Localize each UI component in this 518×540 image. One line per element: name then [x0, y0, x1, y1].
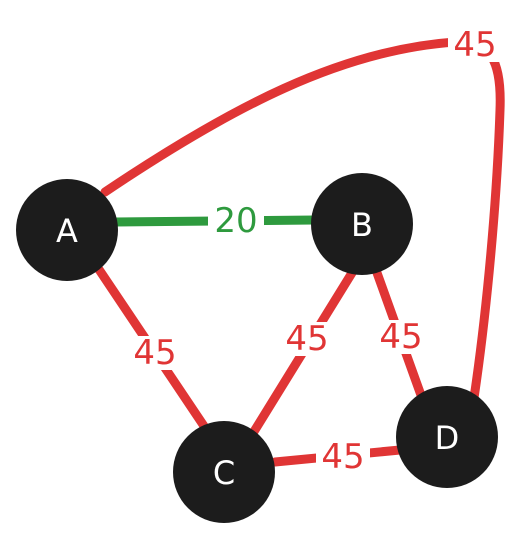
node-a[interactable]: A — [16, 179, 118, 281]
edge-label-bg-c-d — [316, 440, 370, 474]
node-b[interactable]: B — [311, 173, 413, 275]
edge-label-bg-b-c — [280, 322, 334, 356]
node-b-label: B — [351, 206, 373, 244]
edge-label-bg-b-d — [374, 320, 428, 354]
edge-weight-a-d: 45 — [453, 25, 496, 65]
node-d[interactable]: D — [396, 386, 498, 488]
node-c[interactable]: C — [173, 421, 275, 523]
edge-weight-a-b: 20 — [214, 201, 257, 241]
nodes-layer: A B C D — [16, 173, 498, 523]
edge-label-bg-a-b — [208, 204, 264, 238]
edge-label-bg-a-d — [448, 28, 502, 62]
node-b-circle — [311, 173, 413, 275]
edge-weight-b-d: 45 — [379, 317, 422, 357]
edge-weight-a-c: 45 — [133, 333, 176, 373]
node-d-label: D — [435, 419, 460, 457]
edge-labels-layer: 20 45 45 45 45 45 — [128, 25, 502, 477]
node-c-label: C — [213, 454, 235, 492]
node-c-circle — [173, 421, 275, 523]
edge-weight-b-c: 45 — [285, 319, 328, 359]
node-a-circle — [16, 179, 118, 281]
node-d-circle — [396, 386, 498, 488]
edge-weight-c-d: 45 — [321, 437, 364, 477]
node-a-label: A — [56, 212, 78, 250]
edge-label-bg-a-c — [128, 336, 182, 370]
